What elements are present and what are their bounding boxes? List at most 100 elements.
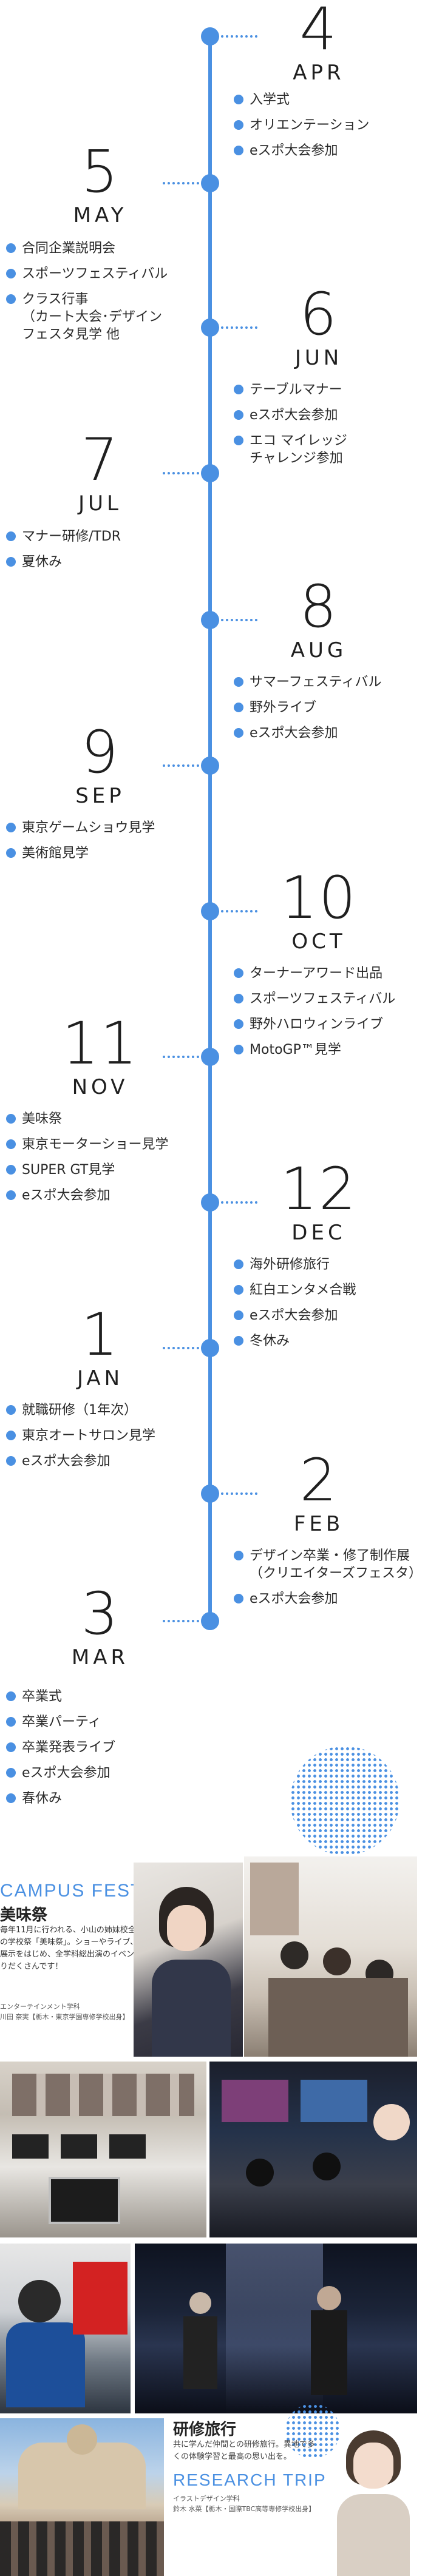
event-label: 卒業発表ライブ	[22, 1740, 116, 1755]
event-label: MotoGP™見学	[250, 1042, 341, 1057]
research-trip-credit: イラストデザイン学科 鈴木 水菜【栃木・国際TBC高等専修学校出身】	[173, 2495, 316, 2513]
event-item: エコ マイレッジ チャレンジ参加	[234, 432, 347, 467]
event-label: 春休み	[22, 1791, 63, 1806]
event-item: 野外ハロウィンライブ	[234, 1016, 395, 1033]
event-list-sep: 東京ゲームショウ見学美術館見学	[6, 819, 155, 870]
event-label: ターナーアワード出品	[250, 966, 383, 981]
bullet-dot-icon	[234, 703, 243, 712]
event-label: eスポ大会参加	[250, 726, 338, 741]
month-number: 2	[299, 1446, 338, 1514]
timeline-dot-apr	[201, 27, 219, 46]
timeline-line	[208, 36, 212, 1621]
month-abbreviation: MAR	[71, 1645, 129, 1670]
bullet-dot-icon	[234, 677, 243, 687]
event-label: マナー研修/TDR	[22, 529, 121, 544]
photo-singer	[134, 1863, 243, 2057]
month-number: 12	[280, 1155, 358, 1223]
bullet-dot-icon	[6, 269, 16, 278]
event-item: eスポ大会参加	[234, 724, 381, 742]
bullet-dot-icon	[234, 95, 243, 104]
month-number: 7	[81, 426, 120, 494]
event-item: eスポ大会参加	[234, 1307, 356, 1324]
event-item: 海外研修旅行	[234, 1256, 356, 1273]
event-label: 野外ライブ	[250, 700, 317, 715]
photo-race-driver	[0, 2244, 131, 2413]
timeline-dot-mar	[201, 1612, 219, 1630]
event-item: 紅白エンタメ合戦	[234, 1281, 356, 1299]
bullet-dot-icon	[234, 385, 243, 394]
event-label: 東京オートサロン見学	[22, 1428, 156, 1443]
event-item: ターナーアワード出品	[234, 965, 395, 982]
event-label: テーブルマナー	[250, 382, 342, 397]
month-number: 5	[81, 138, 120, 206]
month-abbreviation: MAY	[73, 203, 127, 228]
event-item: 合同企業説明会	[6, 240, 168, 257]
event-label: eスポ大会参加	[22, 1188, 110, 1203]
event-list-feb: デザイン卒業・修了制作展 （クリエイターズフェスタ）eスポ大会参加	[234, 1547, 422, 1616]
bullet-dot-icon	[6, 1768, 16, 1778]
bullet-dot-icon	[234, 994, 243, 1003]
event-item: 卒業パーティ	[6, 1713, 115, 1731]
timeline-connector-may	[163, 182, 199, 184]
month-abbreviation: JUL	[78, 491, 122, 516]
timeline-connector-sep	[163, 764, 199, 767]
photo-research-trip-group	[0, 2418, 164, 2576]
event-label: 美味祭	[22, 1111, 63, 1127]
bullet-dot-icon	[234, 1551, 243, 1560]
halftone-decoration-small	[285, 2404, 340, 2458]
month-abbreviation: AUG	[290, 638, 347, 663]
event-label: 美術館見学	[22, 846, 89, 861]
campus-festival-description: 毎年11月に行われる、小山の姉妹校全校参加の学校祭「美味祭」。ショーやライブ、作…	[0, 1926, 160, 1971]
event-label: eスポ大会参加	[250, 1308, 338, 1323]
bullet-dot-icon	[6, 531, 16, 541]
bullet-dot-icon	[6, 1405, 16, 1415]
event-item: スポーツフェスティバル	[234, 990, 395, 1008]
timeline-dot-feb	[201, 1485, 219, 1503]
event-item: 美術館見学	[6, 845, 155, 862]
event-label: 東京モーターショー見学	[22, 1137, 169, 1152]
bullet-dot-icon	[234, 436, 243, 445]
event-label: クラス行事 （カート大会･デザイン フェスタ見学 他	[22, 292, 163, 342]
timeline-connector-jan	[163, 1347, 199, 1349]
bullet-dot-icon	[234, 728, 243, 738]
event-item: eスポ大会参加	[6, 1764, 115, 1782]
timeline-dot-may	[201, 174, 219, 192]
campus-festival-name: 美味祭	[0, 1906, 48, 1924]
event-item: 東京オートサロン見学	[6, 1427, 155, 1445]
event-item: eスポ大会参加	[234, 142, 370, 160]
month-abbreviation: APR	[293, 61, 345, 85]
month-number: 6	[299, 280, 338, 348]
timeline-connector-nov	[163, 1056, 199, 1058]
event-label: eスポ大会参加	[250, 143, 338, 158]
event-label: 野外ハロウィンライブ	[250, 1017, 384, 1032]
bullet-dot-icon	[6, 1139, 16, 1149]
event-label: 東京ゲームショウ見学	[22, 820, 155, 835]
event-list-may: 合同企業説明会スポーツフェスティバルクラス行事 （カート大会･デザイン フェスタ…	[6, 240, 168, 351]
event-label: 紅白エンタメ合戦	[250, 1283, 356, 1298]
event-item: スポーツフェスティバル	[6, 265, 168, 283]
campus-festival-credit: エンターテインメント学科 川田 奈実【栃木・東京学園専修学校出身】	[0, 2003, 129, 2021]
month-abbreviation: OCT	[291, 929, 346, 954]
event-label: 合同企業説明会	[22, 241, 116, 256]
timeline-connector-feb	[221, 1492, 257, 1495]
timeline-dot-aug	[201, 611, 219, 629]
event-label: サマーフェスティバル	[250, 675, 382, 690]
bullet-dot-icon	[234, 1045, 243, 1054]
timeline-dot-jul	[201, 464, 219, 482]
bullet-dot-icon	[234, 1019, 243, 1029]
event-label: 入学式	[250, 92, 290, 107]
event-item: 春休み	[6, 1790, 115, 1807]
event-item: 卒業式	[6, 1688, 115, 1705]
event-item: eスポ大会参加	[6, 1187, 169, 1204]
event-item: 入学式	[234, 91, 370, 109]
event-label: eスポ大会参加	[250, 1591, 338, 1607]
bullet-dot-icon	[6, 1691, 16, 1701]
